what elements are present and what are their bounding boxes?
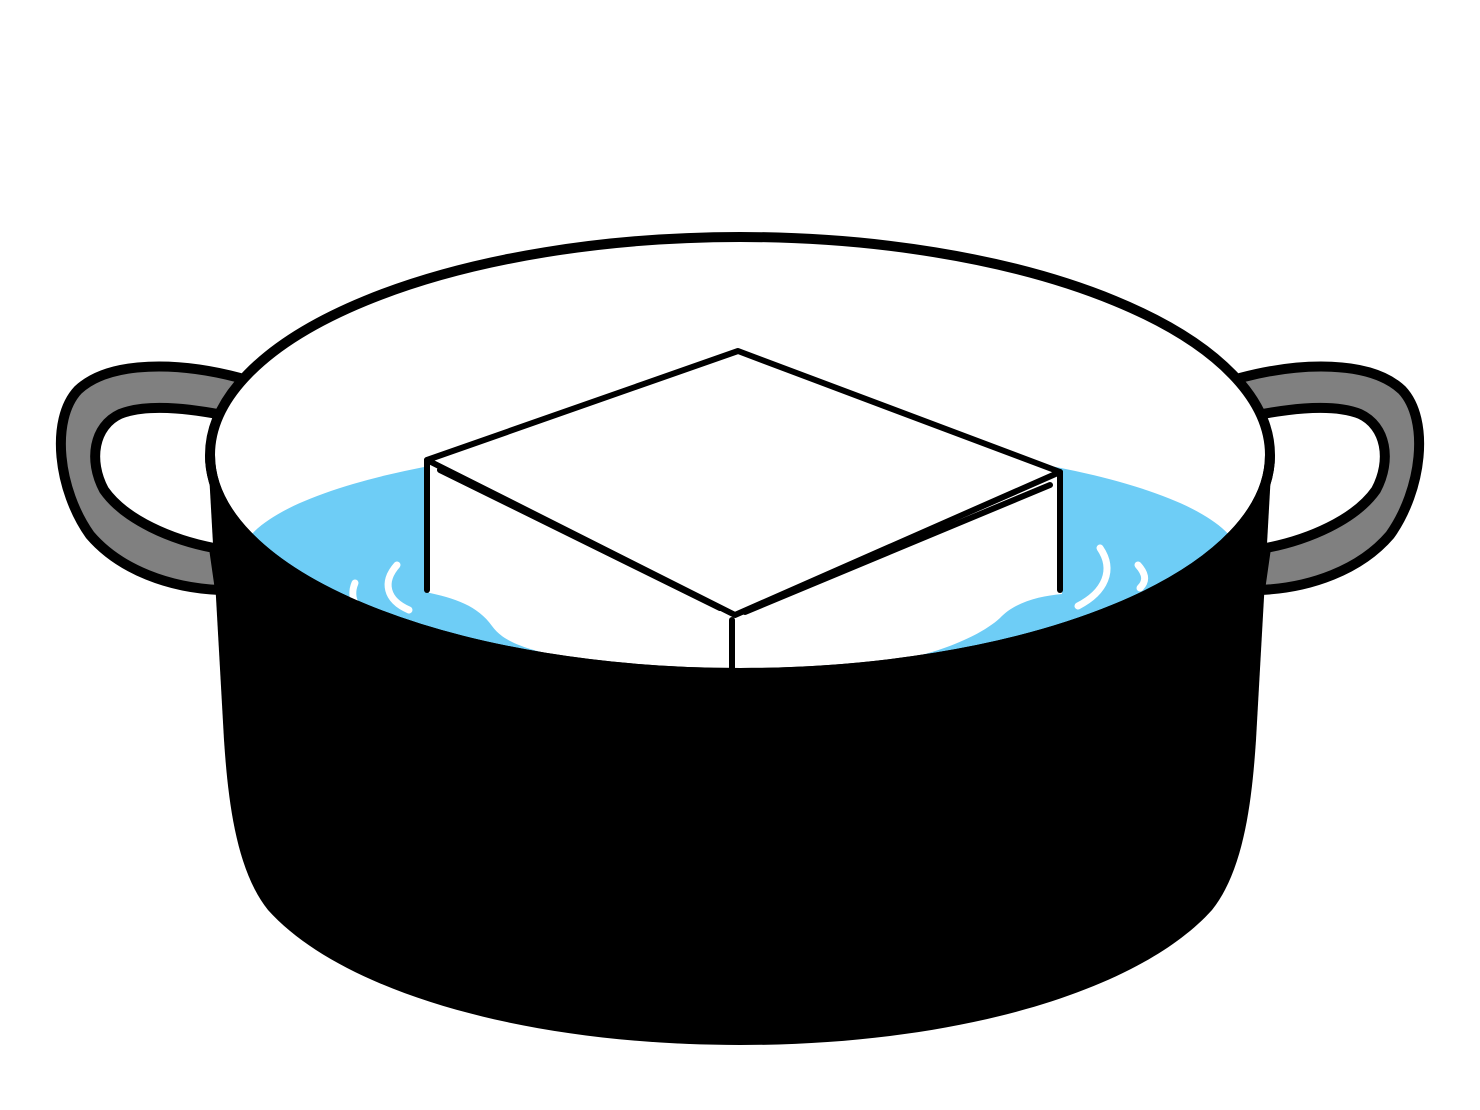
tofu-block <box>424 348 1063 675</box>
right-handle <box>1235 361 1425 595</box>
pot-front-rim <box>205 454 1275 678</box>
left-handle <box>55 361 245 595</box>
tofu-top-face <box>424 348 1063 618</box>
